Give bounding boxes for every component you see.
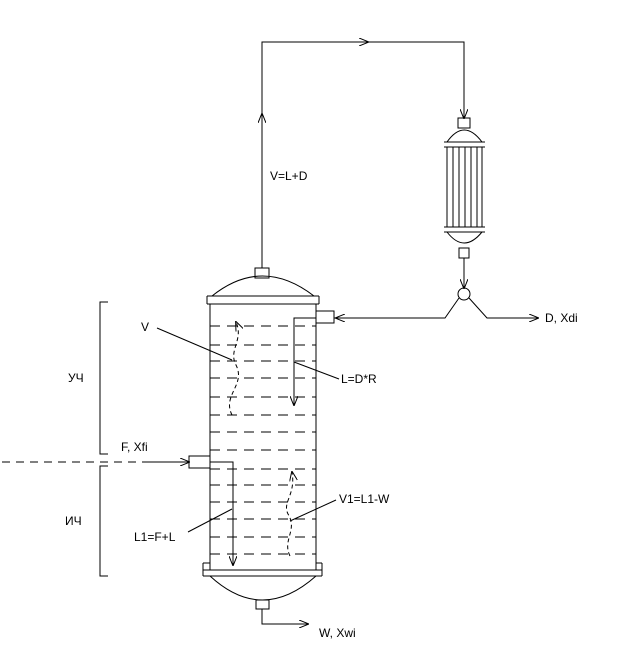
condenser-top-cap	[446, 129, 483, 143]
reflux-nozzle	[315, 310, 335, 324]
reflux-leader-line	[293, 361, 340, 380]
upper-vapor-flow	[229, 322, 239, 416]
reflux-liquid-flow	[294, 317, 316, 405]
distillate-line	[468, 297, 538, 318]
label-distillate: D, Xdi	[545, 311, 578, 325]
enriching-section-bracket	[99, 301, 108, 455]
label-bottoms: W, Xwi	[319, 626, 356, 640]
condenser-bottom-nozzle	[458, 247, 470, 259]
column-trays	[210, 325, 316, 555]
overhead-vapor-line	[261, 41, 465, 268]
reflux-return-line	[334, 297, 460, 319]
feed-nozzle	[188, 455, 211, 469]
stripping-liquid-flow	[210, 461, 233, 565]
bottoms-outlet-line	[261, 609, 308, 624]
splitter-node	[457, 287, 471, 301]
label-liquid-bottom: L1=F+L	[134, 530, 176, 544]
column-bottom-dome	[209, 575, 317, 601]
label-vapor-top: V=L+D	[270, 169, 308, 183]
label-vapor-column: V	[141, 320, 149, 334]
bottom-nozzle	[255, 599, 270, 610]
l1-leader-line	[187, 508, 233, 533]
column-top-dome	[211, 275, 315, 297]
label-enriching-section: УЧ	[68, 371, 84, 385]
lower-vapor-flow	[286, 472, 292, 557]
condenser-bottom-cap	[446, 231, 483, 244]
v-leader-line	[156, 327, 233, 361]
condenser-top-nozzle	[457, 117, 471, 129]
stripping-section-bracket	[99, 465, 108, 577]
condenser	[444, 117, 485, 288]
label-stripping-section: ИЧ	[65, 514, 82, 528]
label-reflux: L=D*R	[341, 372, 377, 386]
label-vapor-bottom: V1=L1-W	[339, 492, 390, 506]
v1-leader-line	[289, 499, 337, 522]
distillation-column	[188, 267, 335, 624]
label-feed: F, Xfi	[121, 440, 148, 454]
